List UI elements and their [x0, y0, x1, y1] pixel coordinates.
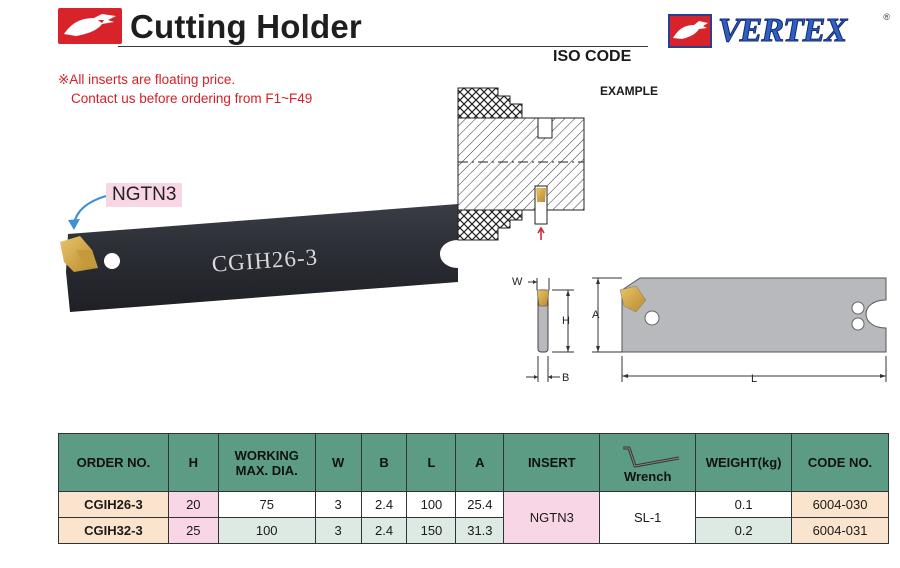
table-row: CGIH26-3 20 75 3 2.4 100 25.4 NGTN3 SL-1…: [58, 491, 889, 544]
cell-wrench: SL-1: [599, 491, 697, 544]
eagle-logo-icon: [58, 8, 122, 44]
cell-l: 150: [406, 517, 457, 544]
cell-weight: 0.1: [695, 491, 793, 518]
cell-w: 3: [314, 517, 362, 544]
cell-a: 25.4: [455, 491, 505, 518]
header-w: W: [314, 433, 362, 492]
insert-callout-label: NGTN3: [106, 183, 183, 207]
price-notice: ※All inserts are floating price. Contact…: [58, 70, 312, 108]
cell-h: 20: [167, 491, 219, 518]
wrench-icon: [622, 446, 679, 467]
cell-weight: 0.2: [695, 517, 793, 544]
brand-logo: VERTEX ®: [668, 12, 890, 52]
cell-h: 25: [167, 517, 219, 544]
page-title: Cutting Holder: [130, 8, 362, 45]
header-l: L: [406, 433, 457, 492]
header-code-no: CODE NO.: [791, 433, 889, 492]
brand-name: VERTEX: [717, 12, 847, 50]
example-label: EXAMPLE: [600, 84, 659, 98]
header-wrench: Wrench: [599, 433, 697, 492]
dim-a: A: [592, 309, 600, 321]
cell-insert: NGTN3: [503, 491, 601, 544]
cell-order: CGIH32-3: [58, 517, 169, 544]
insert-side-view: W H B: [512, 276, 574, 384]
registered-mark: ®: [883, 12, 890, 22]
dim-h: H: [562, 315, 570, 327]
brand-eagle-icon: [668, 14, 712, 48]
holder-blade-image: CGIH26-3: [60, 204, 458, 312]
header-wrench-label: Wrench: [623, 468, 672, 484]
notice-line-2: Contact us before ordering from F1~F49: [71, 91, 313, 106]
cell-code: 6004-031: [791, 517, 889, 544]
cell-a: 31.3: [455, 517, 505, 544]
cell-dia: 100: [217, 517, 316, 544]
header-order-no: ORDER NO.: [58, 433, 169, 492]
cell-order: CGIH26-3: [58, 491, 169, 518]
dim-b: B: [562, 372, 569, 384]
title-divider: [118, 46, 648, 47]
iso-code-label: ISO CODE: [553, 48, 632, 65]
technical-drawing: CGIH26-3 W H B: [60, 87, 887, 385]
cell-dia: 75: [217, 491, 316, 518]
cell-b: 2.4: [360, 491, 408, 518]
header-weight: WEIGHT(kg): [695, 433, 793, 492]
dim-l: L: [751, 373, 757, 385]
header-b: B: [360, 433, 408, 492]
cell-w: 3: [314, 491, 362, 518]
header-h: H: [167, 433, 219, 492]
example-section-drawing: [457, 87, 585, 241]
header-dia-line-1: WORKING: [234, 447, 299, 463]
cell-code: 6004-030: [791, 491, 889, 518]
notice-line-1: ※All inserts are floating price.: [58, 72, 236, 87]
table-row: CGIH32-3 25 100 3 2.4 150 31.3 0.2 6004-…: [58, 517, 889, 544]
cell-l: 100: [406, 491, 457, 518]
header-a: A: [455, 433, 505, 492]
cell-b: 2.4: [360, 517, 408, 544]
holder-outline-view: A L: [592, 277, 887, 385]
header-insert: INSERT: [503, 433, 601, 492]
header-dia-line-2: MAX. DIA.: [235, 462, 298, 478]
dim-w: W: [512, 276, 523, 288]
